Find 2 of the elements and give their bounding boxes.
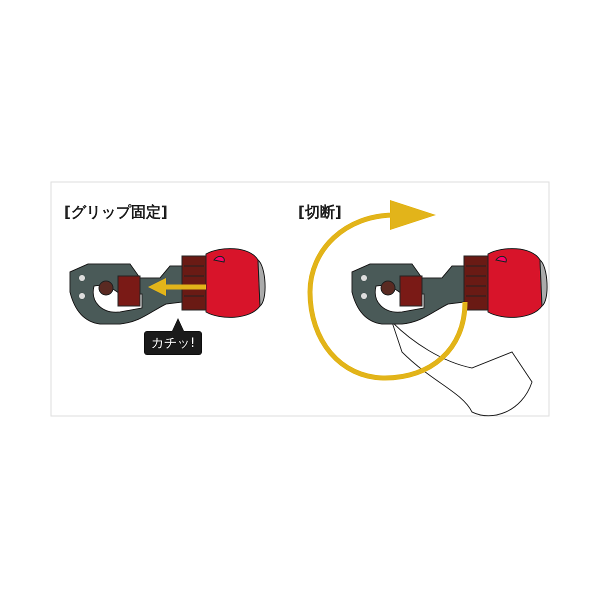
- panel-heading: [グリップ固定]: [64, 203, 168, 222]
- panel-heading: [切断]: [298, 203, 342, 222]
